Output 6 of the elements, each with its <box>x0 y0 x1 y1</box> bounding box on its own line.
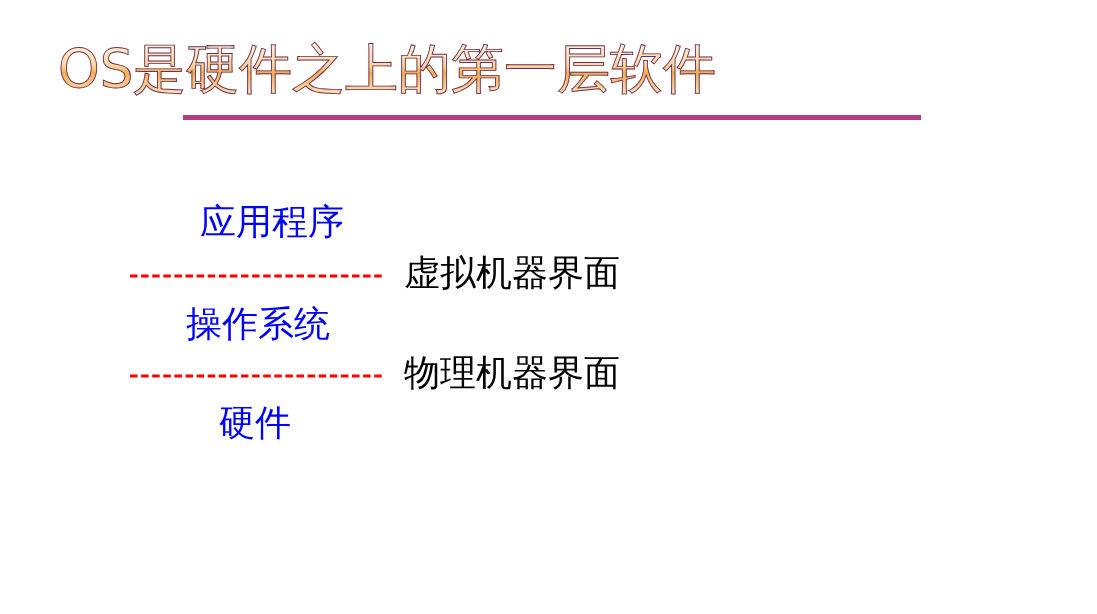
interface-label: 虚拟机器界面 <box>404 255 620 291</box>
layer-label: 操作系统 <box>186 306 330 342</box>
title: OS是硬件之上的第一层软件 <box>58 42 717 95</box>
layer-label: 硬件 <box>219 405 291 441</box>
interface-label: 物理机器界面 <box>404 355 620 391</box>
layer-label: 应用程序 <box>200 204 344 240</box>
